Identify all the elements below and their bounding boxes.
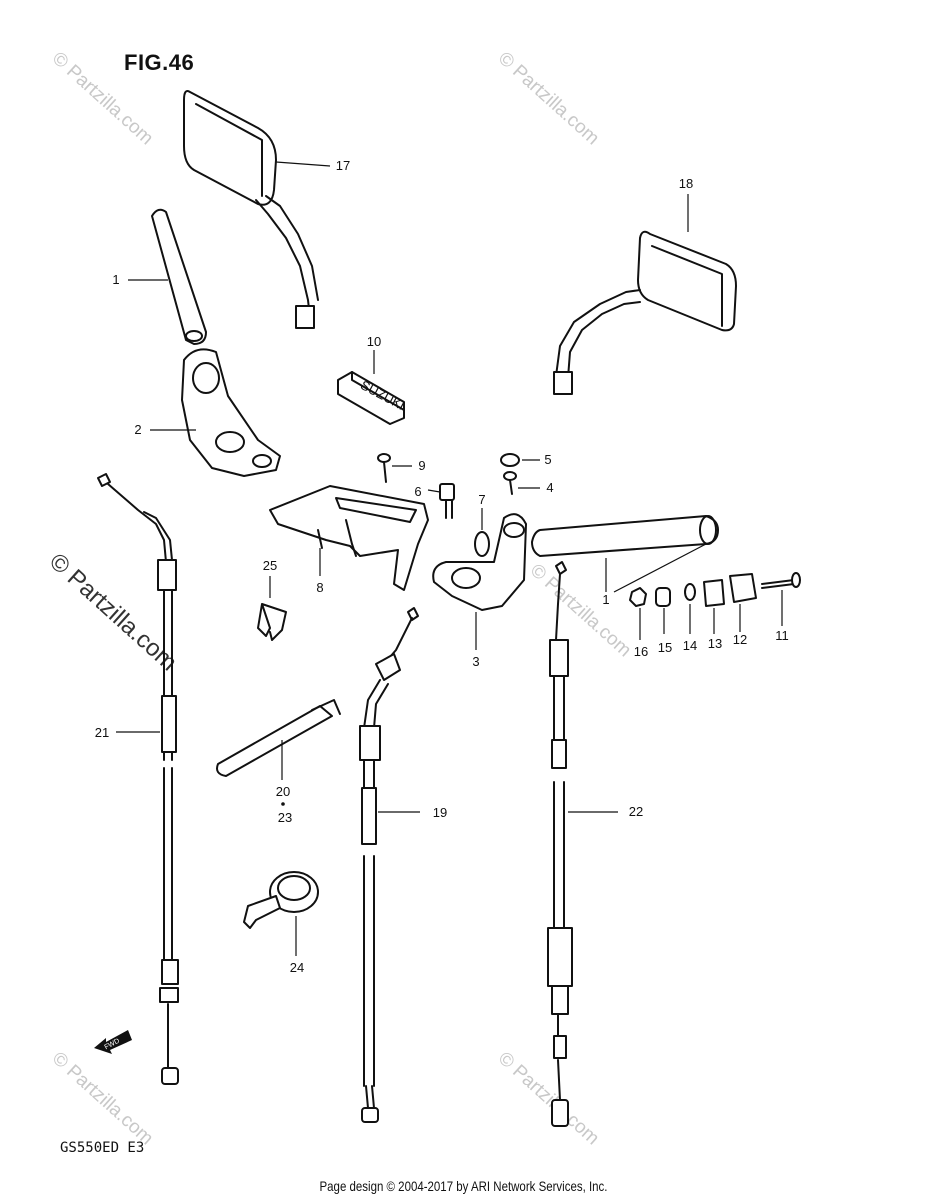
callout-19: 19	[433, 805, 447, 820]
nut-16	[629, 587, 647, 640]
balancer-12	[729, 573, 757, 632]
fwd-label: FWD	[104, 1038, 121, 1052]
handlebar-left	[128, 208, 207, 345]
callout-4: 4	[546, 480, 553, 495]
callout-12: 12	[733, 632, 747, 647]
handlebar-holder-left	[150, 348, 281, 477]
callout-23: 23	[278, 810, 292, 825]
callout-17: 17	[336, 158, 350, 173]
callout-22: 22	[629, 804, 643, 819]
callout-1: 1	[112, 272, 119, 287]
callout-1: 1	[602, 592, 609, 607]
washer-7	[474, 508, 490, 557]
figure-title: FIG.46	[124, 50, 195, 75]
callout-8: 8	[316, 580, 323, 595]
model-code: GS550ED E3	[60, 1140, 145, 1156]
mirror-right	[553, 194, 737, 395]
callout-layer: 17 18 1 10 2 9 5 6 4 7 25 8 3 1 16 15 14 13 12 11 21 20 23 19 22…	[95, 158, 789, 975]
handlebar-switch-cover: SUZUKI	[337, 350, 407, 425]
bolt-6	[427, 483, 455, 519]
throttle-cable	[97, 473, 179, 1085]
callout-13: 13	[708, 636, 722, 651]
clip-25	[257, 576, 287, 641]
callout-24: 24	[290, 960, 304, 975]
screw-11	[761, 572, 801, 626]
clutch-cable	[359, 607, 420, 1123]
cap-5	[500, 453, 540, 467]
callout-9: 9	[418, 458, 425, 473]
callout-18: 18	[679, 176, 693, 191]
callout-21: 21	[95, 725, 109, 740]
rubber-15	[655, 587, 671, 634]
callout-6: 6	[414, 484, 421, 499]
callout-3: 3	[472, 654, 479, 669]
callout-11: 11	[775, 628, 789, 643]
callout-7: 7	[478, 492, 485, 507]
callout-14: 14	[683, 638, 697, 653]
callout-2: 2	[134, 422, 141, 437]
gauge-24	[243, 871, 319, 956]
screw-4	[503, 471, 540, 495]
callout-15: 15	[658, 640, 672, 655]
brake-cable	[547, 561, 618, 1127]
callout-16: 16	[634, 644, 648, 659]
cable-strap	[216, 699, 341, 806]
footer-copyright: Page design © 2004-2017 by ARI Network S…	[319, 1178, 608, 1194]
weight-13	[703, 579, 725, 634]
handlebar-holder-right	[432, 513, 527, 650]
callout-5: 5	[544, 452, 551, 467]
washer-14	[684, 583, 696, 634]
handlebar-holder-upper	[269, 485, 429, 591]
callout-25: 25	[263, 558, 277, 573]
handlebar-right	[531, 515, 719, 593]
callout-20: 20	[276, 784, 290, 799]
screw-9	[377, 453, 412, 483]
mirror-left	[183, 90, 331, 329]
callout-10: 10	[367, 334, 381, 349]
forward-arrow-icon: FWD	[94, 1030, 132, 1054]
